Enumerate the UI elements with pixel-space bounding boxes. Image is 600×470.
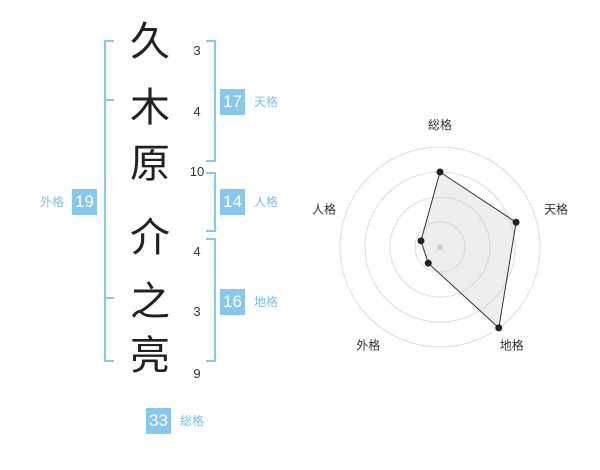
tenkaku-badge: 17 [220, 89, 245, 115]
chikaku-bracket [206, 238, 216, 362]
name-char-5: 之 [130, 279, 170, 325]
soukaku-badge: 33 [146, 408, 171, 434]
radar-point [417, 237, 425, 245]
radar-axis-label: 外格 [356, 338, 380, 353]
radar-axis-label: 天格 [544, 201, 568, 216]
tenkaku-label: 天格 [254, 95, 279, 109]
name-char-1: 久 [130, 19, 170, 65]
radar-point [424, 259, 432, 267]
radar-ring [389, 196, 491, 298]
radar-point [436, 168, 444, 176]
stroke-count-3: 10 [189, 164, 205, 179]
gaikaku-bracket-tick [104, 99, 114, 101]
chikaku-badge: 16 [220, 289, 245, 315]
stroke-count-2: 4 [193, 104, 201, 119]
radar-axis-label: 地格 [500, 338, 524, 353]
gaikaku-bracket [104, 40, 114, 362]
radar-axis-label: 総格 [428, 117, 452, 132]
radar-axis-label: 人格 [312, 201, 336, 216]
radar-point [512, 218, 520, 226]
gaikaku-badge: 19 [72, 189, 97, 215]
stroke-count-4: 4 [193, 244, 201, 259]
name-char-6: 亮 [130, 333, 170, 379]
gaikaku-bracket-tick [104, 297, 114, 299]
name-char-2: 木 [130, 85, 170, 131]
radar-ring [414, 221, 466, 273]
radar-area [420, 171, 517, 329]
chikaku-label: 地格 [254, 295, 279, 309]
stroke-count-1: 3 [193, 43, 201, 58]
radar-center-dot [437, 244, 443, 250]
tenkaku-bracket [206, 40, 216, 162]
stroke-count-5: 3 [193, 304, 201, 319]
gaikaku-label: 外格 [40, 195, 65, 209]
jinkaku-bracket [206, 172, 216, 232]
name-char-4: 介 [130, 215, 170, 261]
jinkaku-label: 人格 [254, 195, 279, 209]
radar-ring [339, 146, 541, 348]
jinkaku-badge: 14 [220, 189, 245, 215]
soukaku-label: 総格 [180, 414, 205, 428]
name-char-3: 原 [130, 141, 170, 187]
stroke-count-6: 9 [193, 366, 201, 381]
radar-point [495, 324, 503, 332]
